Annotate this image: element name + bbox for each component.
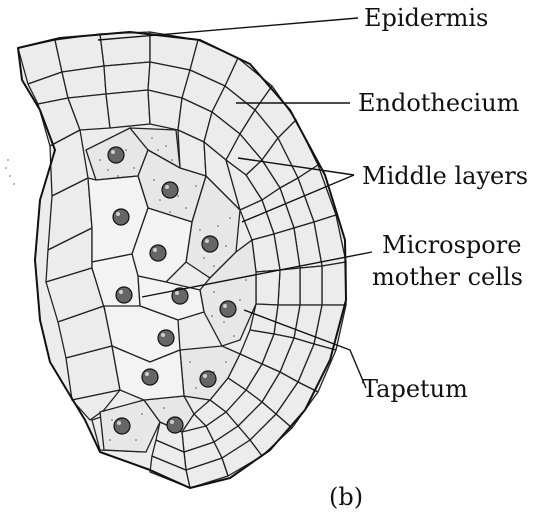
middle-layers-leader-2 — [241, 174, 355, 223]
middle-layer-cells — [105, 89, 281, 427]
panel-label: (b) — [329, 483, 363, 511]
middle-layers-leader-1 — [237, 157, 355, 176]
microspore-label-line1: Microspore — [382, 231, 521, 259]
endothecium-label: Endothecium — [358, 89, 520, 117]
epidermis-label: Epidermis — [364, 4, 488, 32]
middle-layers-label: Middle layers — [362, 162, 528, 190]
microspore-label-line2: mother cells — [372, 263, 523, 291]
epidermis-leader — [97, 17, 359, 41]
microspore-mother-cells — [87, 175, 205, 401]
wall-layer-cells-bottom — [149, 421, 229, 489]
tapetum-stipple — [5, 137, 247, 441]
label-leader-lines — [97, 17, 373, 389]
anther-section-outline — [17, 31, 347, 489]
tapetum-leader — [243, 309, 367, 389]
tapetum-label: Tapetum — [362, 375, 468, 403]
microspore-leader — [141, 251, 373, 298]
cell-nuclei — [107, 146, 237, 435]
